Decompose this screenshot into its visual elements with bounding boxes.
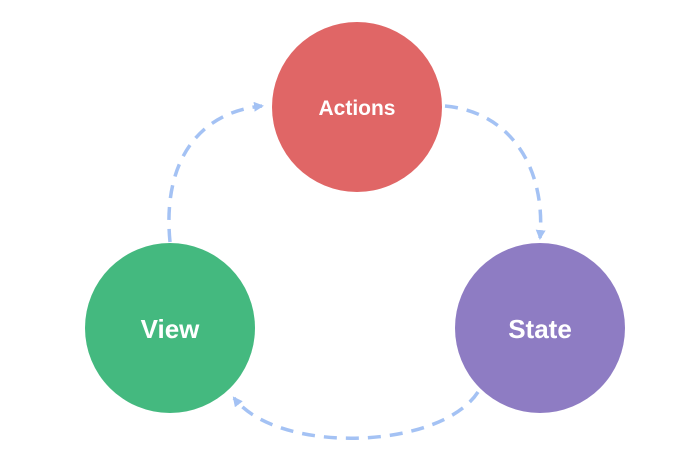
arrow-view-to-actions bbox=[167, 101, 264, 243]
actions-circle bbox=[272, 22, 442, 192]
actions-label: Actions bbox=[318, 97, 395, 120]
state-label: State bbox=[508, 314, 572, 344]
arrow-actions-to-state bbox=[444, 104, 546, 240]
arrow-state-to-view bbox=[232, 391, 480, 440]
state-circle bbox=[455, 243, 625, 413]
node-actions: Actions bbox=[272, 22, 442, 192]
node-state: State bbox=[455, 243, 625, 413]
view-circle bbox=[85, 243, 255, 413]
view-label: View bbox=[141, 314, 201, 344]
node-view: View bbox=[85, 243, 255, 413]
